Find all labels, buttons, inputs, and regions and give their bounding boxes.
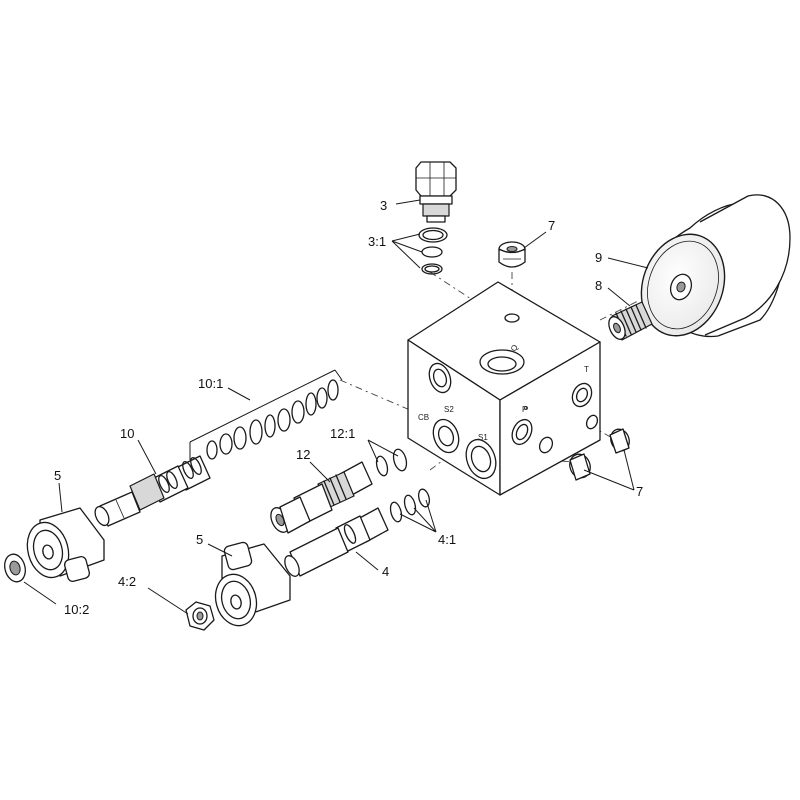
part-4-1-seals (389, 488, 431, 523)
callout-9: 9 (595, 250, 602, 265)
callout-3: 3 (380, 198, 387, 213)
part-3-cartridge (415, 161, 457, 223)
callout-12-1: 12:1 (330, 426, 355, 441)
part-5-coil-left (26, 507, 105, 582)
callout-10-1: 10:1 (198, 376, 223, 391)
callout-4-1: 4:1 (438, 532, 456, 547)
callout-labels: 3 3:1 7 9 8 10:1 10 12:1 12 5 5 4 4:1 4:… (54, 198, 643, 617)
manifold-block: Q CB S2 S1 P T (407, 281, 601, 496)
part-4-cartridge (284, 507, 389, 577)
callout-10-2: 10:2 (64, 602, 89, 617)
callout-7-right: 7 (636, 484, 643, 499)
callout-10: 10 (120, 426, 134, 441)
part-10-2-nut (4, 553, 26, 583)
callout-8: 8 (595, 278, 602, 293)
port-label-s2: S2 (444, 405, 454, 414)
callout-7-top: 7 (548, 218, 555, 233)
part-9-coil (640, 194, 791, 338)
port-label-top: Q (509, 343, 520, 353)
part-8-threaded-tube (608, 301, 653, 341)
part-10-1-seal-kit (189, 369, 343, 460)
port-label-cb: CB (418, 413, 429, 422)
part-5-coil-middle (214, 541, 291, 627)
port-label-s1: S1 (478, 433, 488, 442)
callout-5-left: 5 (54, 468, 61, 483)
port-label-t: T (584, 365, 589, 374)
part-12-1-seals (375, 448, 408, 477)
callout-5-middle: 5 (196, 532, 203, 547)
leader-lines (23, 199, 649, 615)
part-4-2-nut (185, 601, 215, 631)
part-7-plug-top (498, 241, 526, 268)
port-label-p: P (522, 405, 527, 414)
callout-4: 4 (382, 564, 389, 579)
callout-4-2: 4:2 (118, 574, 136, 589)
part-3-1-seals (418, 227, 448, 275)
callout-3-1: 3:1 (368, 234, 386, 249)
part-10-cartridge-valve (94, 455, 211, 527)
part-12-cartridge (270, 461, 373, 534)
callout-12: 12 (296, 447, 310, 462)
